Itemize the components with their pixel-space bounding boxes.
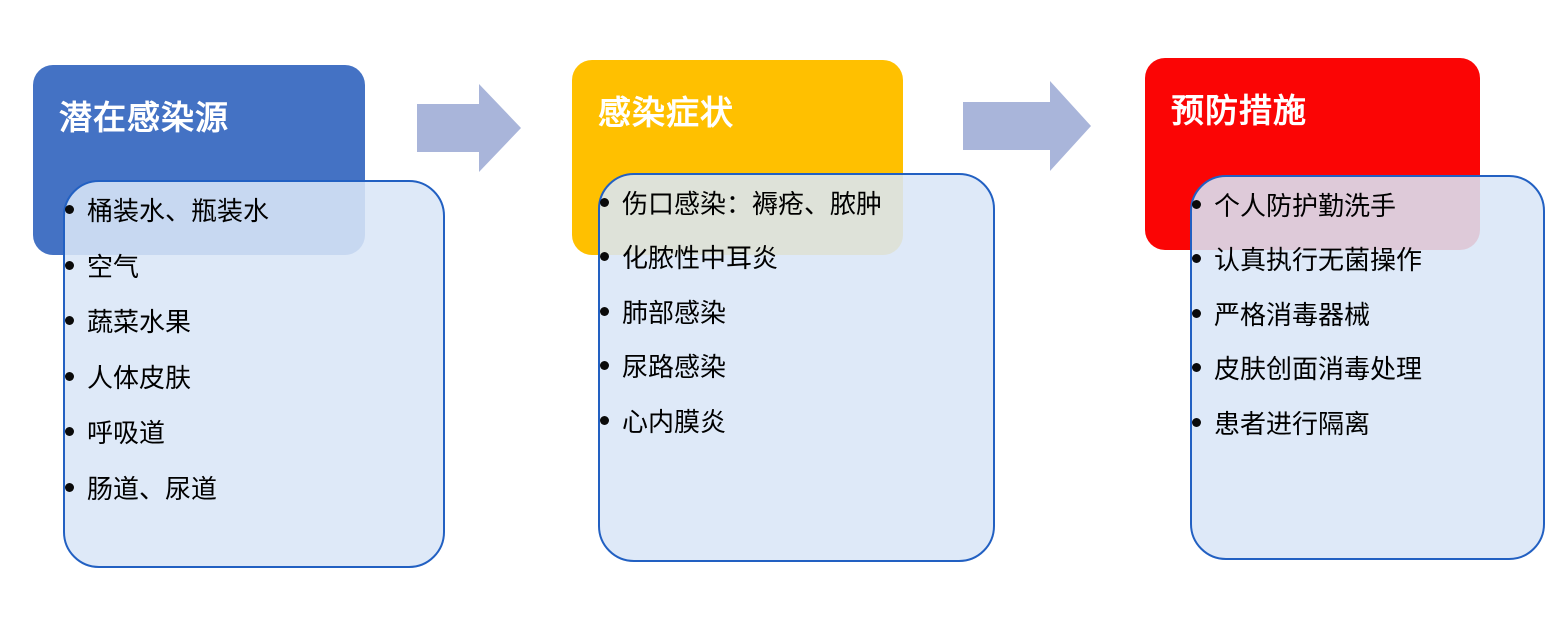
list-item-label: 人体皮肤 <box>87 362 192 393</box>
list-item: 严格消毒器械 <box>1192 286 1543 341</box>
list-item-label: 呼吸道 <box>87 418 166 449</box>
list-item-label: 桶装水、瓶装水 <box>87 196 270 227</box>
list-item-label: 认真执行无菌操作 <box>1214 245 1423 276</box>
symptoms-panel: 伤口感染：褥疮、脓肿 化脓性中耳炎 肺部感染 尿路感染 心内膜炎 <box>598 173 995 562</box>
list-item: 人体皮肤 <box>65 349 443 405</box>
list-item: 桶装水、瓶装水 <box>65 182 443 238</box>
bullet-icon <box>65 260 74 270</box>
list-item: 伤口感染：褥疮、脓肿 <box>600 175 993 230</box>
list-item-label: 患者进行隔离 <box>1214 408 1371 439</box>
list-item: 心内膜炎 <box>600 393 993 448</box>
list-item-label: 伤口感染：褥疮、脓肿 <box>622 188 883 219</box>
list-item-label: 个人防护勤洗手 <box>1214 190 1397 221</box>
list-item-label: 蔬菜水果 <box>87 307 192 338</box>
list-item: 认真执行无菌操作 <box>1192 232 1543 287</box>
list-item: 患者进行隔离 <box>1192 395 1543 450</box>
sources-header-title: 潜在感染源 <box>59 99 229 136</box>
list-item-label: 心内膜炎 <box>622 406 727 437</box>
prevention-header-title: 预防措施 <box>1171 92 1307 129</box>
bullet-icon <box>65 482 74 492</box>
list-item: 尿路感染 <box>600 339 993 394</box>
list-item-label: 肺部感染 <box>622 297 727 328</box>
bullet-icon <box>1192 254 1201 264</box>
list-item-label: 化脓性中耳炎 <box>622 243 779 274</box>
symptoms-header-title: 感染症状 <box>598 94 734 131</box>
prevention-list: 个人防护勤洗手 认真执行无菌操作 严格消毒器械 皮肤创面消毒处理 患者进行隔离 <box>1192 177 1543 450</box>
bullet-icon <box>1192 308 1201 318</box>
bullet-icon <box>65 316 74 326</box>
list-item-label: 空气 <box>87 251 140 282</box>
bullet-icon <box>65 371 74 381</box>
bullet-icon <box>600 252 609 262</box>
prevention-panel: 个人防护勤洗手 认真执行无菌操作 严格消毒器械 皮肤创面消毒处理 患者进行隔离 <box>1190 175 1545 560</box>
symptoms-list: 伤口感染：褥疮、脓肿 化脓性中耳炎 肺部感染 尿路感染 心内膜炎 <box>600 175 993 448</box>
list-item: 化脓性中耳炎 <box>600 230 993 285</box>
sources-panel: 桶装水、瓶装水 空气 蔬菜水果 人体皮肤 呼吸道 肠道、尿道 <box>63 180 445 568</box>
bullet-icon <box>600 197 609 207</box>
list-item-label: 肠道、尿道 <box>87 473 218 504</box>
bullet-icon <box>1192 363 1201 373</box>
list-item-label: 皮肤创面消毒处理 <box>1214 354 1423 385</box>
flow-arrow-icon <box>417 84 521 172</box>
sources-list: 桶装水、瓶装水 空气 蔬菜水果 人体皮肤 呼吸道 肠道、尿道 <box>65 182 443 515</box>
bullet-icon <box>65 427 74 437</box>
list-item: 皮肤创面消毒处理 <box>1192 341 1543 396</box>
bullet-icon <box>1192 199 1201 209</box>
list-item: 肺部感染 <box>600 284 993 339</box>
list-item: 个人防护勤洗手 <box>1192 177 1543 232</box>
bullet-icon <box>65 205 74 215</box>
list-item: 肠道、尿道 <box>65 460 443 516</box>
list-item: 呼吸道 <box>65 404 443 460</box>
bullet-icon <box>600 415 609 425</box>
flow-arrow-icon <box>963 81 1091 171</box>
bullet-icon <box>600 361 609 371</box>
list-item: 蔬菜水果 <box>65 293 443 349</box>
bullet-icon <box>1192 417 1201 427</box>
bullet-icon <box>600 306 609 316</box>
list-item-label: 尿路感染 <box>622 352 727 383</box>
list-item-label: 严格消毒器械 <box>1214 299 1371 330</box>
list-item: 空气 <box>65 238 443 294</box>
